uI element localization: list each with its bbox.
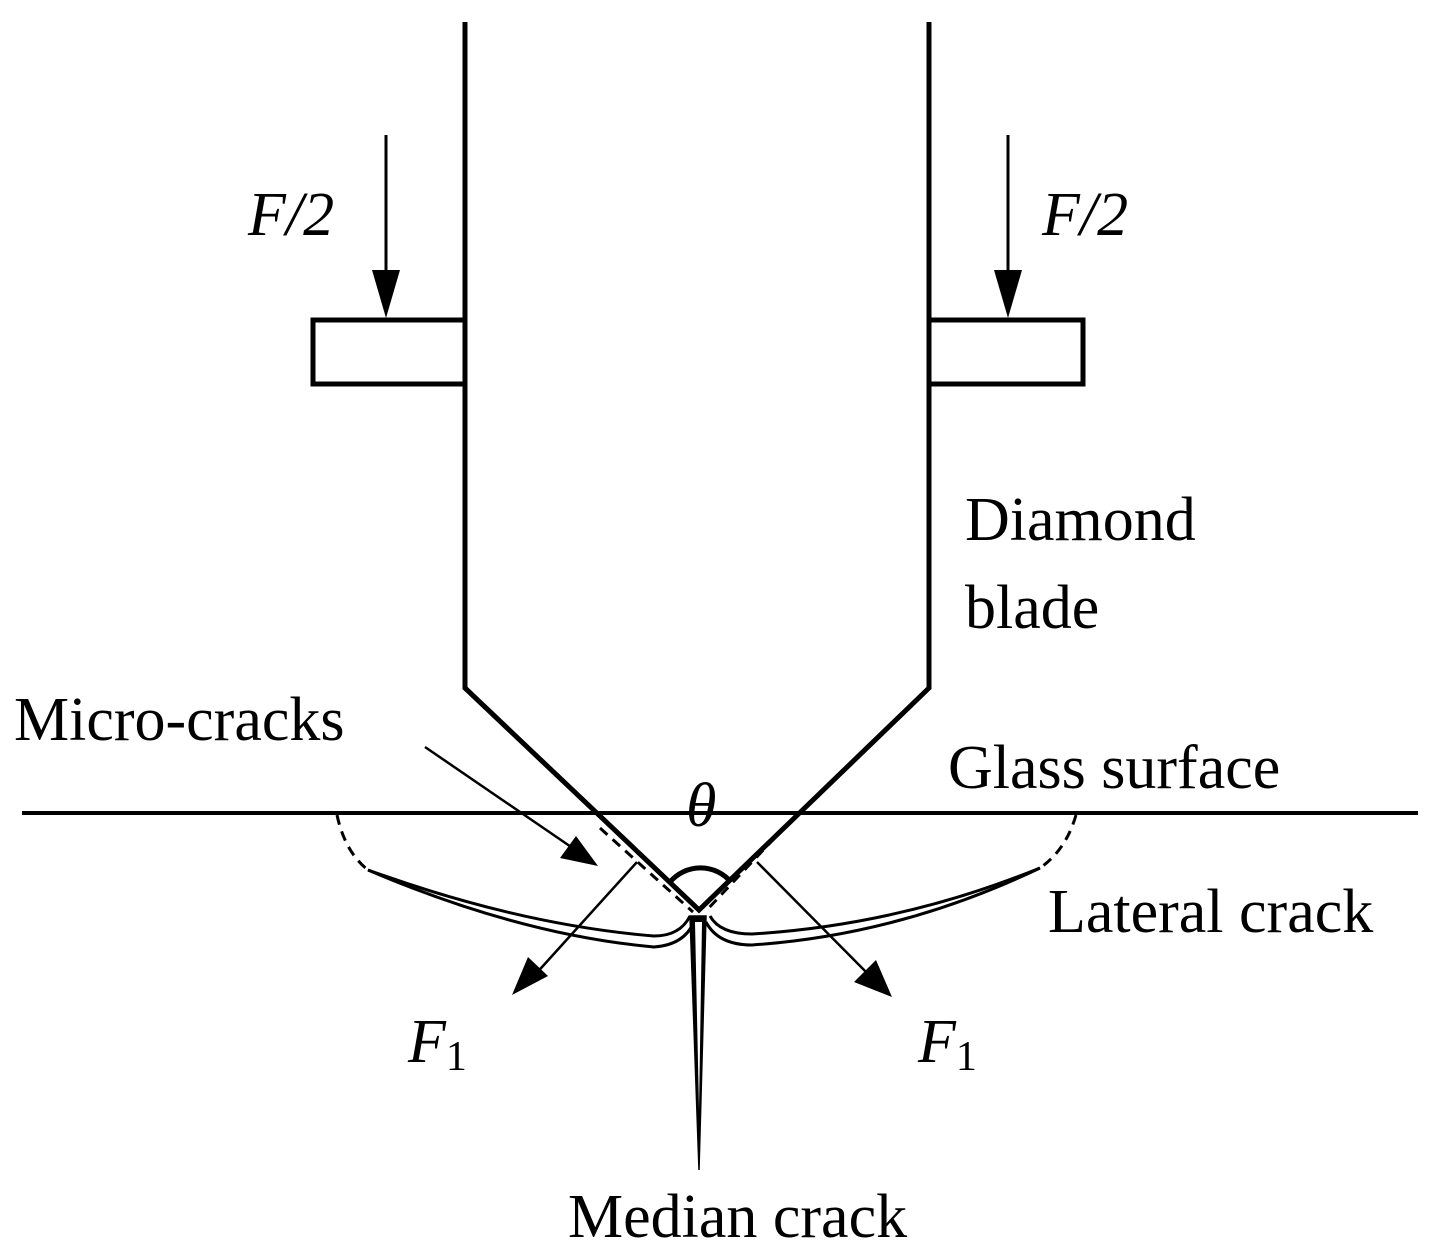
micro-cracks-pointer bbox=[424, 745, 578, 853]
lateral-crack-right-outer bbox=[704, 866, 1041, 947]
micro-crack-right bbox=[703, 811, 800, 914]
force-arrowhead-right bbox=[994, 270, 1022, 318]
force-arrowhead-left bbox=[372, 270, 400, 318]
f1-arrowhead-right bbox=[854, 960, 892, 997]
theta-label: θ bbox=[686, 772, 716, 840]
force-label-right: F/2 bbox=[1041, 181, 1128, 249]
micro-cracks-pointer-head bbox=[560, 836, 598, 866]
f1-label-right: F1 bbox=[917, 1008, 977, 1080]
force-label-left: F/2 bbox=[247, 181, 334, 249]
median-crack-label: Median crack bbox=[568, 1183, 907, 1251]
lateral-crack-right-inner bbox=[708, 866, 1041, 936]
f1-label-left: F1 bbox=[407, 1008, 467, 1080]
lateral-crack-label: Lateral crack bbox=[1048, 878, 1373, 946]
lateral-crack-left-dashed bbox=[335, 814, 369, 872]
lateral-crack-right-dashed bbox=[1039, 814, 1078, 870]
diamond-blade-outline bbox=[462, 22, 932, 914]
blade-holder-left bbox=[310, 317, 465, 387]
f1-arrow-right bbox=[756, 861, 873, 979]
theta-arc bbox=[668, 865, 733, 884]
blade-holder-right bbox=[929, 317, 1086, 387]
micro-crack-left bbox=[598, 826, 695, 914]
f1-arrow-left bbox=[532, 861, 638, 978]
lateral-crack-left-inner bbox=[367, 868, 692, 938]
median-crack-gap bbox=[695, 922, 702, 1110]
micro-cracks-label: Micro-cracks bbox=[14, 686, 345, 754]
f1-arrowhead-left bbox=[512, 957, 548, 995]
lateral-crack-left-outer bbox=[367, 868, 696, 949]
glass-surface-label: Glass surface bbox=[948, 734, 1280, 802]
diamond-blade-label: Diamond blade bbox=[965, 486, 1211, 642]
